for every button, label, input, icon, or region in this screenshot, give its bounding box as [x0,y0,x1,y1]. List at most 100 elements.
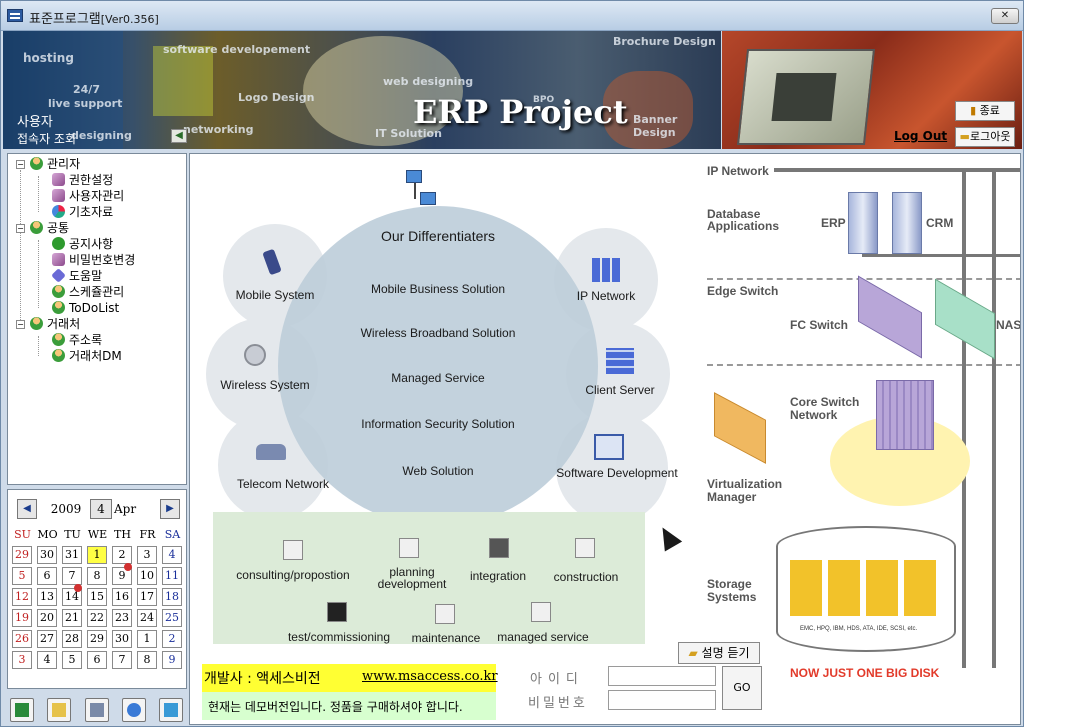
app-window: 표준프로그램[Ver0.356] ✕ hosting 24/7 live sup… [0,0,1024,727]
gear-document-icon [399,538,419,558]
calendar-month-number[interactable]: 4 [90,499,112,519]
calendar-day[interactable]: 17 [137,588,157,606]
manual-button[interactable] [159,698,183,722]
developer-url-link[interactable]: www.msaccess.co.kr [362,669,498,684]
calendar-day[interactable]: 23 [112,609,132,627]
calendar-day[interactable]: 9 [112,567,132,585]
exit-button[interactable]: ▮ 종료 [955,101,1015,121]
calendar-day[interactable]: 5 [12,567,32,585]
calendar-day[interactable]: 6 [87,651,107,669]
banner-keyword: networking [183,123,254,136]
calendar-day[interactable]: 24 [137,609,157,627]
pencil-icon [52,253,65,266]
tree-item-user-management[interactable]: 사용자관리 [52,188,124,204]
calendar-day[interactable]: 1 [137,630,157,648]
right-item: IP Network [576,289,636,303]
person-icon [52,333,65,346]
tree-toggle[interactable]: − [16,224,25,233]
calendar-day[interactable]: 25 [162,609,182,627]
person-icon [30,317,43,330]
speaker-icon: ▰ [688,646,698,660]
go-button[interactable]: GO [722,666,762,710]
next-month-button[interactable]: ▶ [160,499,180,519]
collapse-button[interactable]: ◀ [171,129,187,143]
calendar-day[interactable]: 30 [112,630,132,648]
calendar-day[interactable]: 16 [112,588,132,606]
excel-button[interactable] [10,698,34,722]
tree-item-help[interactable]: 도움말 [51,268,102,284]
calendar-day[interactable]: 6 [37,567,57,585]
calendar-day[interactable]: 31 [62,546,82,564]
calendar-day[interactable]: 2 [162,630,182,648]
calendar-day[interactable]: 7 [112,651,132,669]
tree-item-client-dm[interactable]: 거래처DM [52,348,122,364]
tree-toggle[interactable]: − [16,320,25,329]
play-description-button[interactable]: ▰ 설명 듣기 [678,642,760,664]
calendar-day[interactable]: 12 [12,588,32,606]
id-input[interactable] [608,666,716,686]
main-content: Our Differentiaters Mobile Business Solu… [189,153,1021,725]
calendar-day[interactable]: 28 [62,630,82,648]
calendar-day[interactable]: 8 [137,651,157,669]
tree-item-change-password[interactable]: 비밀번호변경 [52,252,135,268]
browser-button[interactable] [122,698,146,722]
schedule-marker-icon [124,563,132,571]
calendar-day[interactable]: 26 [12,630,32,648]
person-icon [52,349,65,362]
password-input[interactable] [608,690,716,710]
calendar-day[interactable]: 5 [62,651,82,669]
calendar-day[interactable]: 15 [87,588,107,606]
calendar-day[interactable]: 19 [12,609,32,627]
tree-item-base-data[interactable]: 기초자료 [52,204,113,220]
calendar-day[interactable]: 2 [112,546,132,564]
folder-icon [52,703,66,717]
logout-link[interactable]: Log Out [894,129,948,143]
calendar-day[interactable]: 14 [62,588,82,606]
calendar-day[interactable]: 7 [62,567,82,585]
tree-group-admin[interactable]: 관리자 [30,156,80,172]
calendar-day[interactable]: 13 [37,588,57,606]
calendar-weekday: FR [139,528,156,541]
ip-network-label: IP Network [707,164,769,178]
calendar-day[interactable]: 30 [37,546,57,564]
calendar-day[interactable]: 4 [162,546,182,564]
erp-server-icon [848,192,878,254]
pencil-icon [52,173,65,186]
calendar-day[interactable]: 29 [87,630,107,648]
exit-door-icon: ▮ [970,104,977,117]
calendar-day[interactable]: 20 [37,609,57,627]
password-label: 비밀번호 [528,696,588,711]
tree-item-permissions[interactable]: 권한설정 [52,172,113,188]
calendar-day[interactable]: 3 [137,546,157,564]
calendar-day[interactable]: 4 [37,651,57,669]
login-user-label: 접속자 조회 [17,132,77,146]
calendar-day[interactable]: 9 [162,651,182,669]
calculator-button[interactable] [85,698,109,722]
logout-button[interactable]: ▬로그아웃 [955,127,1015,147]
calendar-day[interactable]: 22 [87,609,107,627]
tree-group-common[interactable]: 공통 [30,220,69,236]
tree-item-notices[interactable]: 공지사항 [52,236,113,252]
database-applications-label: Database Applications [707,207,780,233]
calendar-day[interactable]: 21 [62,609,82,627]
prev-month-button[interactable]: ◀ [17,499,37,519]
calendar-day[interactable]: 18 [162,588,182,606]
calendar-day[interactable]: 29 [12,546,32,564]
tree-group-clients[interactable]: 거래처 [30,316,80,332]
tree-toggle[interactable]: − [16,160,25,169]
tree-item-todolist[interactable]: ToDoList [52,300,119,316]
calendar-day[interactable]: 3 [12,651,32,669]
open-folder-button[interactable] [47,698,71,722]
calendar-day[interactable]: 27 [37,630,57,648]
calendar-day[interactable]: 10 [137,567,157,585]
erp-label: ERP [821,216,846,230]
tree-item-address-book[interactable]: 주소록 [52,332,102,348]
calendar-day[interactable]: 1 [87,546,107,564]
tree-item-schedule[interactable]: 스케쥴관리 [52,284,124,300]
crm-label: CRM [926,216,954,230]
calendar-weekday: MO [37,528,58,541]
close-button[interactable]: ✕ [991,8,1019,24]
client-server-icon [606,348,634,374]
calendar-day[interactable]: 11 [162,567,182,585]
calendar-day[interactable]: 8 [87,567,107,585]
